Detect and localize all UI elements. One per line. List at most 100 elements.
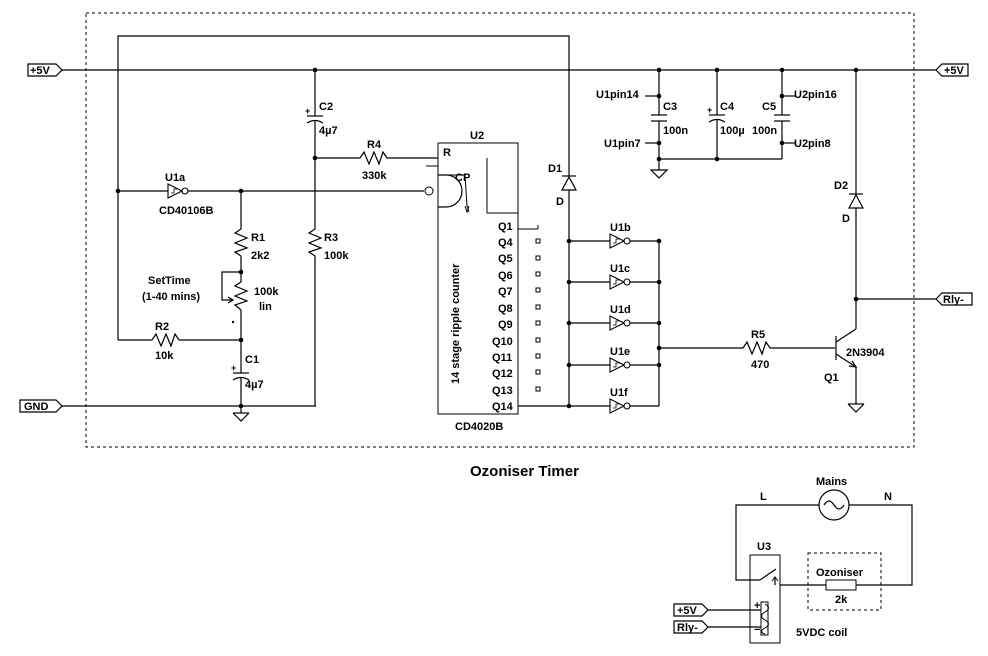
d2-diode — [847, 70, 973, 306]
u1a-inverter — [118, 183, 424, 199]
pot-taper: lin — [259, 301, 272, 313]
r1-name: R1 — [251, 232, 265, 244]
u2-q5: Q5 — [498, 253, 513, 265]
r3-name: R3 — [324, 232, 338, 244]
u2-q1: Q1 — [498, 221, 513, 233]
u2-desc: 14 stage ripple counter — [450, 263, 462, 384]
u2-outputs — [518, 225, 610, 407]
u2-q9: Q9 — [498, 319, 513, 331]
c2-value: 4µ7 — [319, 125, 338, 137]
board-outline — [85, 12, 915, 448]
c1-name: C1 — [245, 354, 259, 366]
u1f-name: U1f — [610, 387, 628, 399]
ozoniser-value: 2k — [835, 594, 848, 606]
u2-part: CD4020B — [455, 421, 503, 433]
r1-resistor — [233, 191, 249, 272]
feedback-wire — [117, 35, 570, 406]
u2-q10: Q10 — [492, 336, 513, 348]
u1a-name: U1a — [165, 172, 186, 184]
junction-dots — [115, 67, 859, 409]
q1-transistor — [835, 299, 865, 413]
c4-name: C4 — [720, 101, 735, 113]
u1c-name: U1c — [610, 263, 630, 275]
pot-label: SetTime — [148, 275, 191, 287]
pot-range: (1-40 mins) — [142, 291, 200, 303]
u2-name: U2 — [470, 130, 484, 142]
c2-name: C2 — [319, 101, 333, 113]
r2-name: R2 — [155, 321, 169, 333]
decoupling-caps: + — [645, 70, 796, 179]
r2-value: 10k — [155, 350, 174, 362]
u1pin7-label: U1pin7 — [604, 138, 641, 150]
u2pin8-label: U2pin8 — [794, 138, 831, 150]
mains-label: Mains — [816, 476, 847, 488]
svg-text:+: + — [707, 105, 712, 115]
r5-resistor — [659, 340, 835, 356]
u3-coil-label: 5VDC coil — [796, 627, 847, 639]
u2-q4: Q4 — [498, 237, 514, 249]
svg-text:+: + — [305, 106, 310, 116]
u2-pin-r: R — [443, 147, 451, 159]
u2-pin-cp: CP — [455, 172, 470, 184]
u2-q8: Q8 — [498, 303, 513, 315]
d2-name: D2 — [834, 180, 848, 192]
u1e-name: U1e — [610, 346, 630, 358]
r4-value: 330k — [362, 170, 387, 182]
u1a-part: CD40106B — [159, 205, 213, 217]
u2-q13: Q13 — [492, 385, 513, 397]
u2-q6: Q6 — [498, 270, 513, 282]
c2-capacitor: + — [305, 70, 324, 158]
plus5v-rail — [27, 63, 969, 77]
settime-pot — [221, 271, 249, 340]
q1-part: 2N3904 — [846, 347, 885, 359]
relay-rly-minus-label: Rly- — [677, 622, 698, 634]
ozoniser-label: Ozoniser — [816, 567, 864, 579]
r4-name: R4 — [367, 139, 382, 151]
r4-resistor — [315, 150, 438, 166]
c1-value: 4µ7 — [245, 379, 264, 391]
r3-value: 100k — [324, 250, 349, 262]
ozoniser-load — [825, 579, 883, 591]
u3-minus: − — [754, 624, 760, 636]
gnd-rail — [19, 399, 316, 422]
diagram-title: Ozoniser Timer — [470, 463, 579, 480]
u1b-name: U1b — [610, 222, 631, 234]
mains-l-label: L — [760, 491, 767, 503]
relay-ports — [673, 603, 709, 634]
u3-relay — [708, 554, 826, 644]
d1-name: D1 — [548, 163, 562, 175]
c3-value: 100n — [663, 125, 688, 137]
u2-counter — [424, 142, 519, 415]
c5-value: 100n — [752, 125, 777, 137]
gnd-label: GND — [24, 401, 49, 413]
r5-value: 470 — [751, 359, 769, 371]
u2pin16-label: U2pin16 — [794, 89, 837, 101]
pot-value: 100k — [254, 286, 279, 298]
r2-resistor — [150, 332, 241, 348]
mains-n-label: N — [884, 491, 892, 503]
svg-text:+: + — [231, 363, 236, 373]
u3-plus: + — [754, 600, 760, 612]
c1-capacitor: + — [231, 340, 250, 406]
c5-name: C5 — [762, 101, 776, 113]
r3-resistor — [307, 158, 323, 406]
u3-name: U3 — [757, 541, 771, 553]
d2-value: D — [842, 213, 850, 225]
u2-q14: Q14 — [492, 401, 514, 413]
u1pin14-label: U1pin14 — [596, 89, 640, 101]
u2-q12: Q12 — [492, 368, 513, 380]
u2-q7: Q7 — [498, 286, 513, 298]
r1-value: 2k2 — [251, 250, 269, 262]
d1-value: D — [556, 196, 564, 208]
q1-name: Q1 — [824, 372, 839, 384]
u2-q11: Q11 — [492, 352, 512, 364]
rly-minus-label: Rly- — [943, 294, 964, 306]
mains-source — [735, 489, 913, 586]
u1d-name: U1d — [610, 304, 631, 316]
c4-value: 100µ — [720, 125, 745, 137]
plus5v-right-label: +5V — [944, 65, 965, 77]
relay-plus5v-label: +5V — [677, 605, 698, 617]
r5-name: R5 — [751, 329, 765, 341]
d1-diode — [560, 175, 578, 191]
